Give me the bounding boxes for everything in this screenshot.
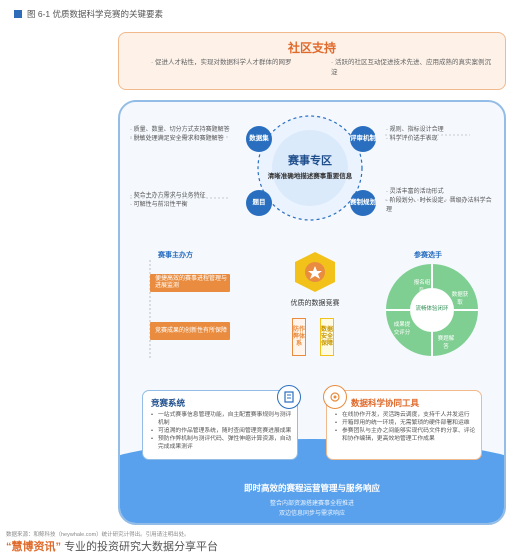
dataset-note-1: · 质量、数量、切分方式支持赛题解答	[130, 127, 230, 133]
community-left-text: · 促进人才粘性，实现对数据科学人才群体的网罗	[151, 59, 292, 66]
plan-notes: · 灵活丰富的活动形式 · 阶段划分、时长设定、晋级办法科学合理	[386, 188, 496, 215]
topic-notes: · 契合主办方需求与业务特征 · 可解性与前沿性平衡	[130, 192, 240, 210]
cycle-center-label: 流畅体验闭环	[415, 306, 449, 312]
source-note: 数据来源：和鲸科技（heywhale.com）统计研究计得出。引用请注明出处。	[6, 532, 190, 538]
pillar-security: 数据安全保障	[320, 318, 334, 356]
community-support-box: 社区支持 · 促进人才粘性，实现对数据科学人才群体的网罗 · 活跃的社区互动促进…	[118, 32, 506, 90]
system-item-2: 可追溯的作品管理系统，随时查阅管理竞赛进展成果	[151, 427, 293, 435]
star-icon	[308, 266, 322, 279]
brand-line: “慧博资讯” 专业的投资研究大数据分享平台	[6, 538, 218, 554]
tools-item-2: 开箱即用的统一环境，无需繁琐的硬件部署和运维	[335, 419, 477, 427]
organizer-item-2: 竞赛成果的创新性有所保障	[150, 322, 230, 340]
node-topic: 题目	[246, 190, 272, 216]
review-notes: · 规则、指标设计合理 · 科学评价选手表现	[386, 126, 496, 144]
center-title: 优质的数据竞赛	[290, 300, 340, 307]
figure-title-text: 图 6-1 优质数据科学竞赛的关键要素	[27, 9, 164, 19]
organizer-item-1: 便捷高效的赛事进程管理与进展监测	[150, 274, 230, 292]
brand-name: “慧博资讯”	[6, 541, 61, 553]
plan-note-2: · 阶段划分、时长设定、晋级办法科学合理	[386, 198, 492, 213]
review-note-2: · 科学评价选手表现	[386, 136, 438, 142]
bottom-item-1: 整合内部资源搭建赛事全程推进	[269, 501, 354, 507]
node-dataset: 数据集	[246, 126, 272, 152]
brand-tagline: 专业的投资研究大数据分享平台	[64, 541, 219, 553]
tools-card-list: 在线协作开发，灵活跨云调度，支持千人并发运行 开箱即用的统一环境，无需繁琐的硬件…	[335, 411, 477, 443]
document-icon	[277, 385, 301, 409]
tools-item-3: 参赛团队与主办之间能够实现代码文件的分享、评论和协作编辑，更高效地管理工作成果	[335, 427, 477, 443]
cycle-center	[410, 288, 454, 332]
participants-title: 参赛选手	[414, 252, 442, 259]
system-card-list: 一站式赛事信息管理功能，自主配置赛事规则与测评机制 可追溯的作品管理系统，随时查…	[151, 411, 293, 451]
bottom-band	[120, 439, 504, 523]
tools-item-1: 在线协作开发，灵活跨云调度，支持千人并发运行	[335, 411, 477, 419]
system-item-1: 一站式赛事信息管理功能，自主配置赛事规则与测评机制	[151, 411, 293, 427]
node-review: 评审机制	[350, 126, 376, 152]
bottom-title: 即时高效的赛程运营管理与服务响应	[243, 483, 380, 493]
title-marker-icon	[14, 10, 22, 18]
community-right-text: · 活跃的社区互动促进技术先进、应用成熟的真实案例沉淀	[331, 59, 491, 76]
review-note-1: · 规则、指标设计合理	[386, 127, 444, 133]
zone-core	[272, 130, 348, 206]
cycle-step-3: 赛题解答	[437, 336, 455, 350]
cycle-step-4: 成果提交评分	[393, 322, 411, 336]
figure-title: 图 6-1 优质数据科学竞赛的关键要素	[14, 8, 163, 20]
topic-note-1: · 契合主办方需求与业务特征	[130, 193, 206, 199]
tools-card-title: 数据科学协同工具	[351, 398, 420, 408]
cycle-step-1: 报名组队	[413, 280, 431, 294]
dataset-notes: · 质量、数量、切分方式支持赛题解答 · 脱敏处理满足安全需求和赛题解答	[130, 126, 240, 144]
tools-icon	[323, 385, 347, 409]
organizer-title: 赛事主办方	[158, 252, 193, 259]
node-plan: 赛制规划	[350, 190, 376, 216]
bottom-item-2: 双边信息同步与需求响应	[278, 511, 345, 517]
system-card-title: 竞赛系统	[151, 398, 186, 408]
zone-subtitle: 清晰准确地描述赛事重要信息	[267, 173, 353, 180]
system-card: 竞赛系统 一站式赛事信息管理功能，自主配置赛事规则与测评机制 可追溯的作品管理系…	[142, 385, 301, 460]
plan-note-1: · 灵活丰富的活动形式	[386, 189, 444, 195]
cycle-step-2: 数据获取	[451, 292, 469, 306]
tools-card: 数据科学协同工具 在线协作开发，灵活跨云调度，支持千人并发运行 开箱即用的统一环…	[323, 385, 482, 460]
community-title: 社区支持	[287, 41, 336, 55]
dataset-note-2: · 脱敏处理满足安全需求和赛题解答	[130, 136, 224, 142]
pillar-anticheat: 防作弊体系	[292, 318, 306, 356]
system-item-3: 预防作弊机制与测评代码、弹性伸缩计算资源，自动完成成果测评	[151, 435, 293, 451]
topic-note-2: · 可解性与前沿性平衡	[130, 202, 188, 208]
zone-title: 赛事专区	[288, 155, 332, 167]
